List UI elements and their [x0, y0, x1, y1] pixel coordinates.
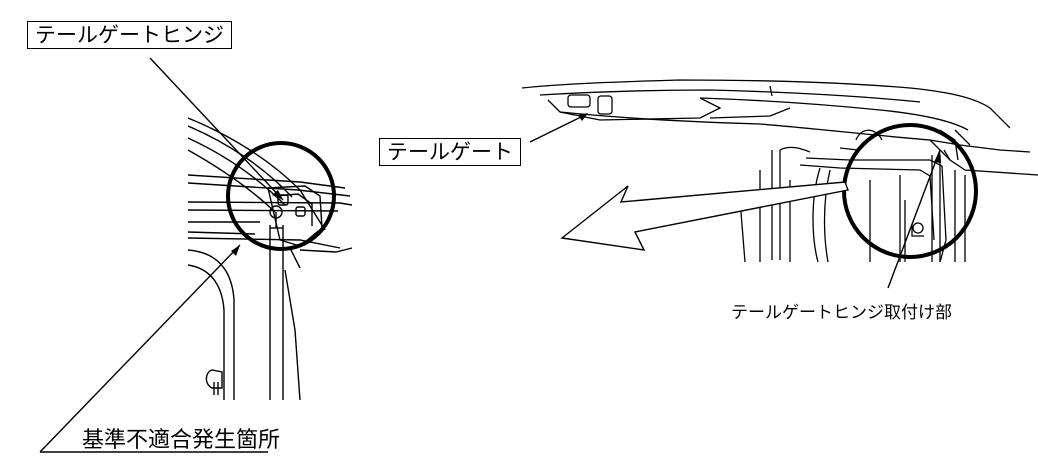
- hinge-mount-label: テールゲートヒンジ取付け部: [731, 303, 952, 323]
- hinge-leader-arrowhead: [272, 190, 283, 200]
- hinge-mount-highlight-circle: [842, 123, 978, 259]
- tailgate-leader-line: [529, 114, 586, 143]
- nonconformity-leader-line: [39, 244, 241, 453]
- hinge-closeup-drawing: [187, 117, 353, 401]
- hinge-mount-leader-arrowhead: [934, 150, 941, 163]
- hinge-highlight-circle: [226, 141, 336, 251]
- tailgate-label: テールゲート: [379, 138, 521, 166]
- nonconformity-location-label: 基準不適合発生箇所: [82, 428, 281, 453]
- hinge-leader-line: [149, 57, 284, 201]
- nonconformity-leader-arrowhead: [231, 245, 240, 256]
- tailgate-leader-arrowhead: [578, 113, 588, 121]
- hinge-mount-leader-line: [887, 149, 941, 289]
- tailgate-hinge-label: テールゲートヒンジ: [27, 21, 232, 49]
- direction-arrow: [560, 181, 849, 251]
